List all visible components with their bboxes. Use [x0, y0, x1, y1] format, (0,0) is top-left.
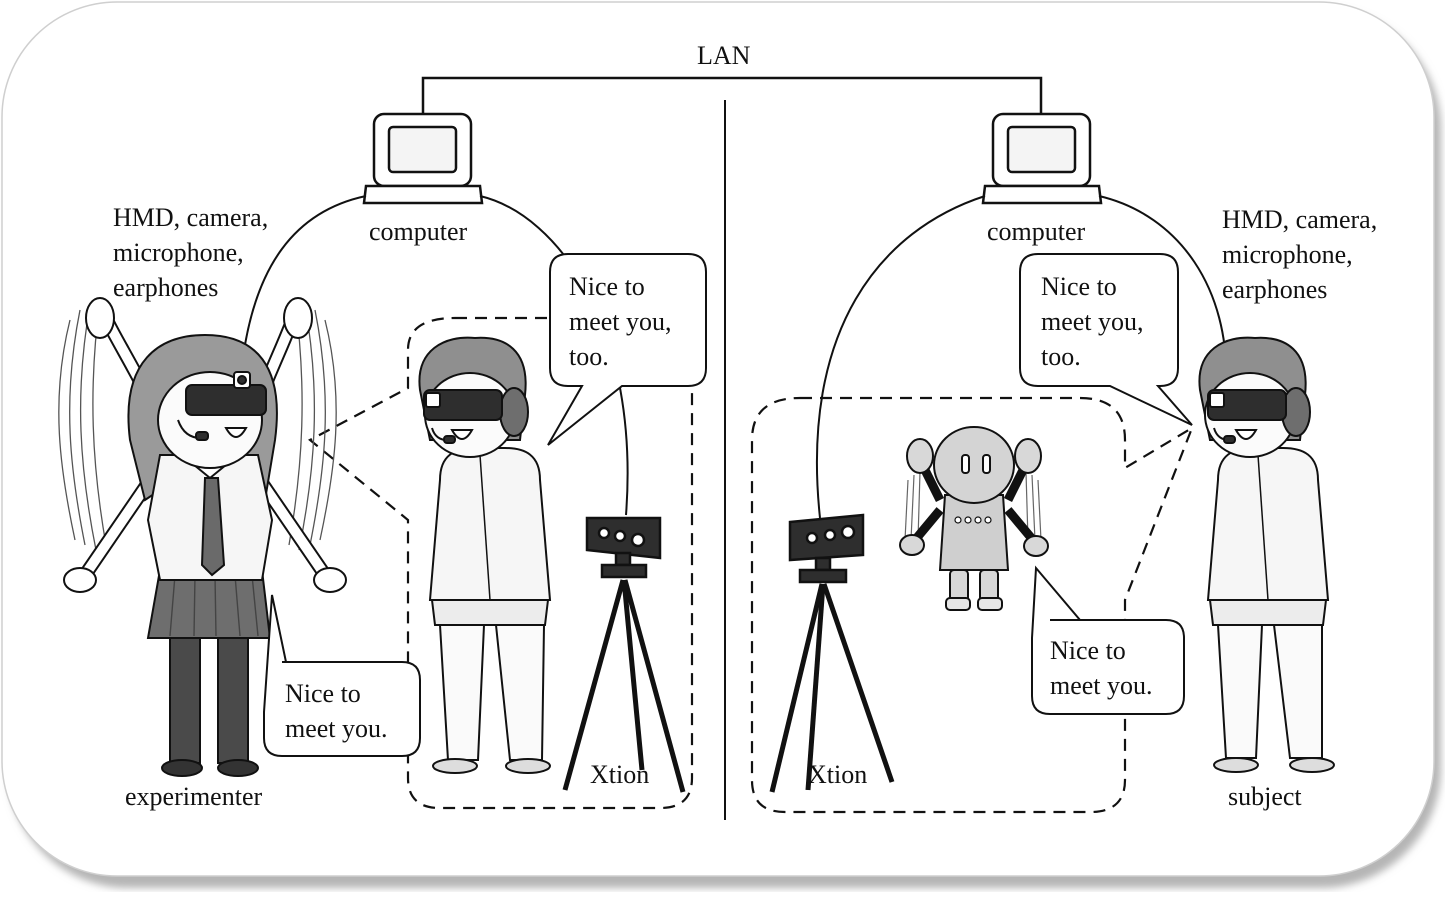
speech-line: Nice to	[1050, 636, 1126, 665]
xtion-label-right: Xtion	[808, 760, 868, 789]
xtion-sensor-left	[562, 516, 686, 793]
experimenter-figure	[58, 297, 347, 777]
devices-line: HMD, camera,	[113, 203, 269, 232]
computer-label-right: computer	[987, 217, 1086, 246]
speech-line: Nice to	[1041, 272, 1117, 301]
devices-line: earphones	[1222, 275, 1328, 304]
devices-line: HMD, camera,	[1222, 205, 1378, 234]
speech-line: meet you,	[569, 307, 672, 336]
subject-figure	[1198, 336, 1335, 773]
vr-space-right	[750, 396, 1195, 814]
cable-right-xtion	[815, 195, 986, 519]
speech-line: meet you.	[1050, 671, 1153, 700]
xtion-label-left: Xtion	[590, 760, 650, 789]
experimenter-label: experimenter	[125, 782, 263, 811]
devices-label-left: HMD, camera, microphone, earphones	[113, 200, 268, 305]
avatar-figure	[418, 336, 552, 774]
xtion-sensor-right	[769, 513, 895, 793]
lan-label: LAN	[697, 41, 751, 70]
speech-bubble-experimenter	[263, 594, 421, 757]
devices-line: microphone,	[113, 238, 244, 267]
lan-connection	[421, 76, 1043, 113]
speech-line: meet you.	[285, 714, 388, 743]
speech-line: too.	[1041, 342, 1081, 371]
devices-line: earphones	[113, 273, 219, 302]
computer-icon-left	[362, 112, 484, 205]
computer-icon-right	[981, 112, 1103, 205]
speech-text-experimenter: Nice to meet you.	[285, 676, 388, 746]
devices-line: microphone,	[1222, 240, 1353, 269]
subject-label: subject	[1228, 782, 1302, 811]
speech-bubble-subject	[1019, 253, 1193, 426]
speech-text-avatar: Nice to meet you, too.	[569, 269, 672, 374]
speech-line: too.	[569, 342, 609, 371]
speech-bubble-robot	[1031, 565, 1185, 715]
motion-lines-icon	[904, 471, 1042, 541]
speech-text-subject: Nice to meet you, too.	[1041, 269, 1144, 374]
speech-line: Nice to	[569, 272, 645, 301]
speech-line: Nice to	[285, 679, 361, 708]
cable-left-experimenter	[239, 195, 367, 386]
speech-line: meet you,	[1041, 307, 1144, 336]
speech-bubble-avatar	[547, 253, 707, 446]
computer-label-left: computer	[369, 217, 468, 246]
speech-text-robot: Nice to meet you.	[1050, 633, 1153, 703]
devices-label-right: HMD, camera, microphone, earphones	[1222, 202, 1377, 307]
robot-figure	[899, 426, 1049, 611]
